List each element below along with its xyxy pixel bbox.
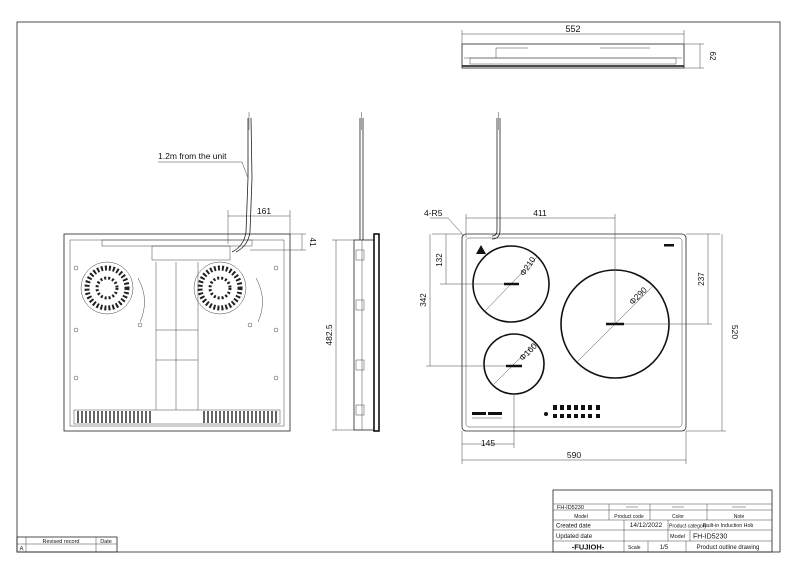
title-created-value: 14/12/2022	[630, 522, 663, 529]
dim-side-height: 482.5	[324, 324, 334, 346]
zone-210-label: Φ210	[517, 255, 537, 278]
dim-overall-width: 590	[567, 450, 581, 460]
dim-cable-drop: 41	[308, 238, 317, 247]
brand-logo: -FUJIOH-	[572, 543, 605, 552]
drawing-frame	[16, 21, 781, 553]
title-hdr-product-code: Product code	[614, 514, 644, 520]
title-category-value: Built-in Induction Hob	[703, 523, 753, 529]
warning-icon	[476, 245, 486, 254]
revision-mark: A	[19, 547, 23, 553]
dim-bottom-offset: 145	[481, 438, 495, 448]
dim-top-width: 552	[565, 24, 580, 34]
cable-length-note: 1.2m from the unit	[158, 151, 227, 161]
title-created-label: Created date	[556, 524, 591, 530]
dim-zone-offset: 132	[435, 253, 444, 267]
title-updated-label: Updated date	[556, 534, 593, 540]
dim-corner-radius: 4-R5	[424, 208, 443, 218]
dim-left-height: 342	[419, 293, 428, 307]
title-hdr-color: Color	[672, 514, 684, 520]
dim-cutout-width: 411	[533, 208, 547, 218]
dim-overall-height: 520	[730, 325, 740, 339]
title-scale-value: 1/5	[660, 545, 669, 551]
title-model-value: FH-ID5230	[557, 505, 584, 511]
zone-290-label: Φ290	[627, 285, 649, 307]
dim-right-offset: 237	[697, 272, 706, 286]
title-model-label: Model	[670, 534, 685, 540]
plan-view: Φ210 Φ290 Φ160	[419, 112, 740, 464]
side-view: 482.5	[324, 112, 380, 432]
title-drawing-title: Product outline drawing	[697, 545, 760, 551]
title-scale-label: Scale	[628, 545, 641, 551]
revision-block: A Revised record Date	[16, 536, 118, 553]
title-category-label: Product category	[669, 524, 707, 530]
revision-date-label: Date	[100, 539, 112, 545]
dim-cable-offset: 161	[257, 206, 271, 216]
title-block: FH-ID5230 Model Product code Color Note …	[552, 489, 773, 553]
title-model-value-2: FH-ID5230	[693, 534, 727, 541]
title-hdr-note: Note	[734, 514, 745, 520]
revision-label: Revised record	[43, 539, 80, 545]
top-elevation-view: 552 62	[461, 24, 717, 69]
title-hdr-model: Model	[574, 514, 588, 520]
dim-top-height: 62	[708, 52, 717, 61]
touch-control-panel	[472, 405, 600, 419]
bottom-view: 1.2m from the unit 161 41	[63, 112, 317, 432]
